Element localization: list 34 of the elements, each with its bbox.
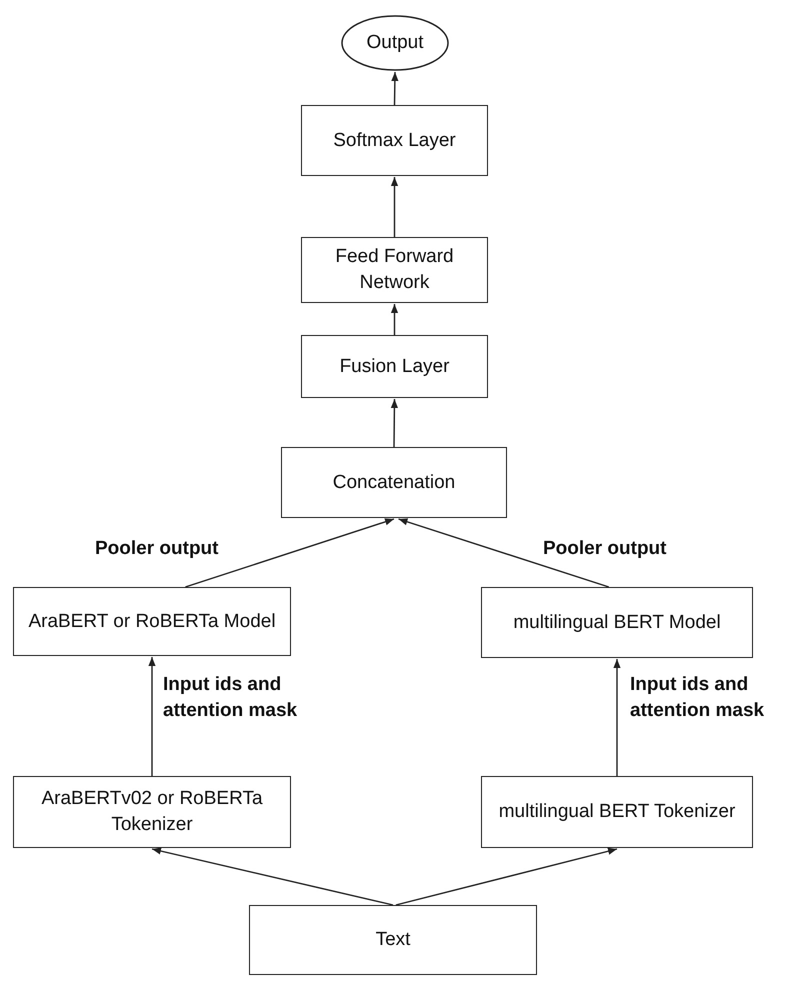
process-box xyxy=(481,587,753,658)
arrow xyxy=(398,518,610,588)
edge-label: Pooler output xyxy=(95,537,220,561)
terminal-ellipse xyxy=(341,15,449,71)
node-label: Feed Forward Network xyxy=(334,245,455,295)
arrow xyxy=(390,177,398,237)
arrow xyxy=(148,657,156,776)
process-box xyxy=(301,335,488,398)
process-box xyxy=(301,237,488,303)
node-label: AraBERTv02 or RoBERTa Tokenizer xyxy=(40,787,264,837)
node-label: Text xyxy=(374,928,412,952)
edge-label: Pooler output xyxy=(543,537,668,561)
edge-label: Input ids and attention mask xyxy=(630,673,766,723)
process-box xyxy=(13,776,291,848)
process-box xyxy=(249,905,537,975)
arrow xyxy=(390,399,398,447)
node-label: AraBERT or RoBERTa Model xyxy=(27,610,277,634)
arrow xyxy=(391,72,398,105)
arrow xyxy=(396,848,618,906)
edge-label: Input ids and attention mask xyxy=(163,673,298,723)
node-label: Concatenation xyxy=(332,470,456,495)
process-box xyxy=(281,447,507,518)
node-label: multilingual BERT Tokenizer xyxy=(498,800,736,824)
node-label: Output xyxy=(365,31,425,56)
node-label: multilingual BERT Model xyxy=(512,610,722,635)
arrow xyxy=(185,518,394,588)
process-box xyxy=(13,587,291,656)
arrow xyxy=(390,304,398,335)
arrow xyxy=(613,659,621,776)
process-box xyxy=(301,105,488,176)
node-label: Softmax Layer xyxy=(332,128,457,153)
node-label: Fusion Layer xyxy=(338,354,450,379)
arrow xyxy=(152,848,394,906)
process-box xyxy=(481,776,753,848)
